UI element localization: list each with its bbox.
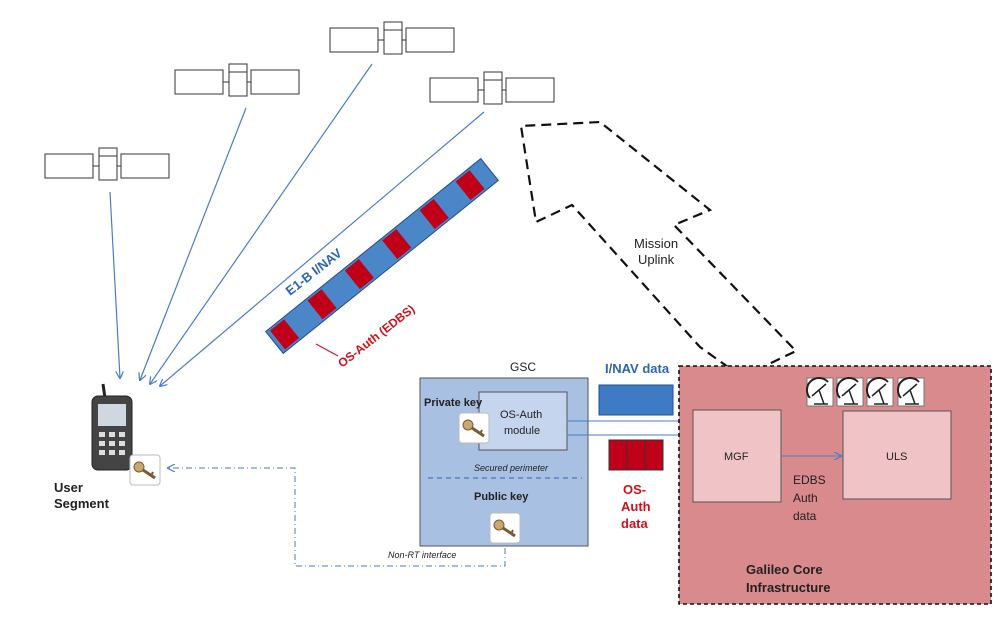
satellite-icon (429, 71, 555, 105)
public-key-label: Public key (474, 491, 529, 503)
ground-antenna-icon (805, 376, 834, 407)
key-icon (488, 511, 522, 545)
ground-antenna-icon (865, 376, 894, 407)
signal-line (140, 107, 247, 380)
mgf-label: MGF (724, 451, 749, 463)
uls-label: ULS (886, 451, 907, 463)
private-key-label: Private key (424, 397, 483, 409)
signal-line (150, 63, 373, 384)
edbs-auth-data-label: Auth (793, 491, 818, 505)
mobile-phone-icon (91, 383, 133, 471)
mission-uplink-arrow (519, 120, 798, 379)
signal-line (109, 191, 120, 378)
satellite-icon (44, 147, 170, 181)
inav-data-block (598, 384, 674, 416)
key-icon (128, 453, 162, 487)
inav-data-label: I/NAV data (605, 361, 670, 376)
galileo-core-label: Galileo Core (746, 562, 823, 577)
mgf-box (692, 409, 782, 503)
ground-antenna-icon (896, 376, 925, 407)
uls-box (842, 410, 952, 500)
satellite-icon (174, 63, 300, 97)
non-rt-interface-label: Non-RT interface (388, 550, 456, 560)
user-segment-label: User (54, 480, 83, 495)
secured-perimeter-label: Secured perimeter (474, 463, 549, 473)
satellite-icon (329, 21, 455, 55)
edbs-auth-data-label: data (793, 509, 817, 523)
os-auth-data-label: OS- (623, 482, 646, 497)
mission-uplink-label: Mission (634, 236, 678, 251)
galileo-core-label: Infrastructure (746, 580, 831, 595)
non-rt-interface-line (168, 468, 506, 567)
signal-line (160, 111, 485, 386)
user-segment-label: Segment (54, 496, 110, 511)
mission-uplink-label: Uplink (638, 252, 675, 267)
os-auth-pointer (315, 343, 339, 357)
os-auth-module-label: OS-Auth (500, 409, 542, 421)
e1b-inav-band (264, 157, 500, 355)
os-auth-data-block (608, 439, 664, 471)
os-auth-edbs-label: OS-Auth (EDBS) (335, 302, 417, 370)
os-auth-module-label: module (504, 425, 540, 437)
ground-antenna-icon (835, 376, 864, 407)
key-icon (457, 411, 491, 445)
gsc-label: GSC (510, 360, 536, 374)
os-auth-data-label: Auth (621, 499, 651, 514)
edbs-auth-data-label: EDBS (793, 473, 826, 487)
os-auth-module-box (478, 391, 568, 451)
os-auth-data-label: data (621, 516, 649, 531)
